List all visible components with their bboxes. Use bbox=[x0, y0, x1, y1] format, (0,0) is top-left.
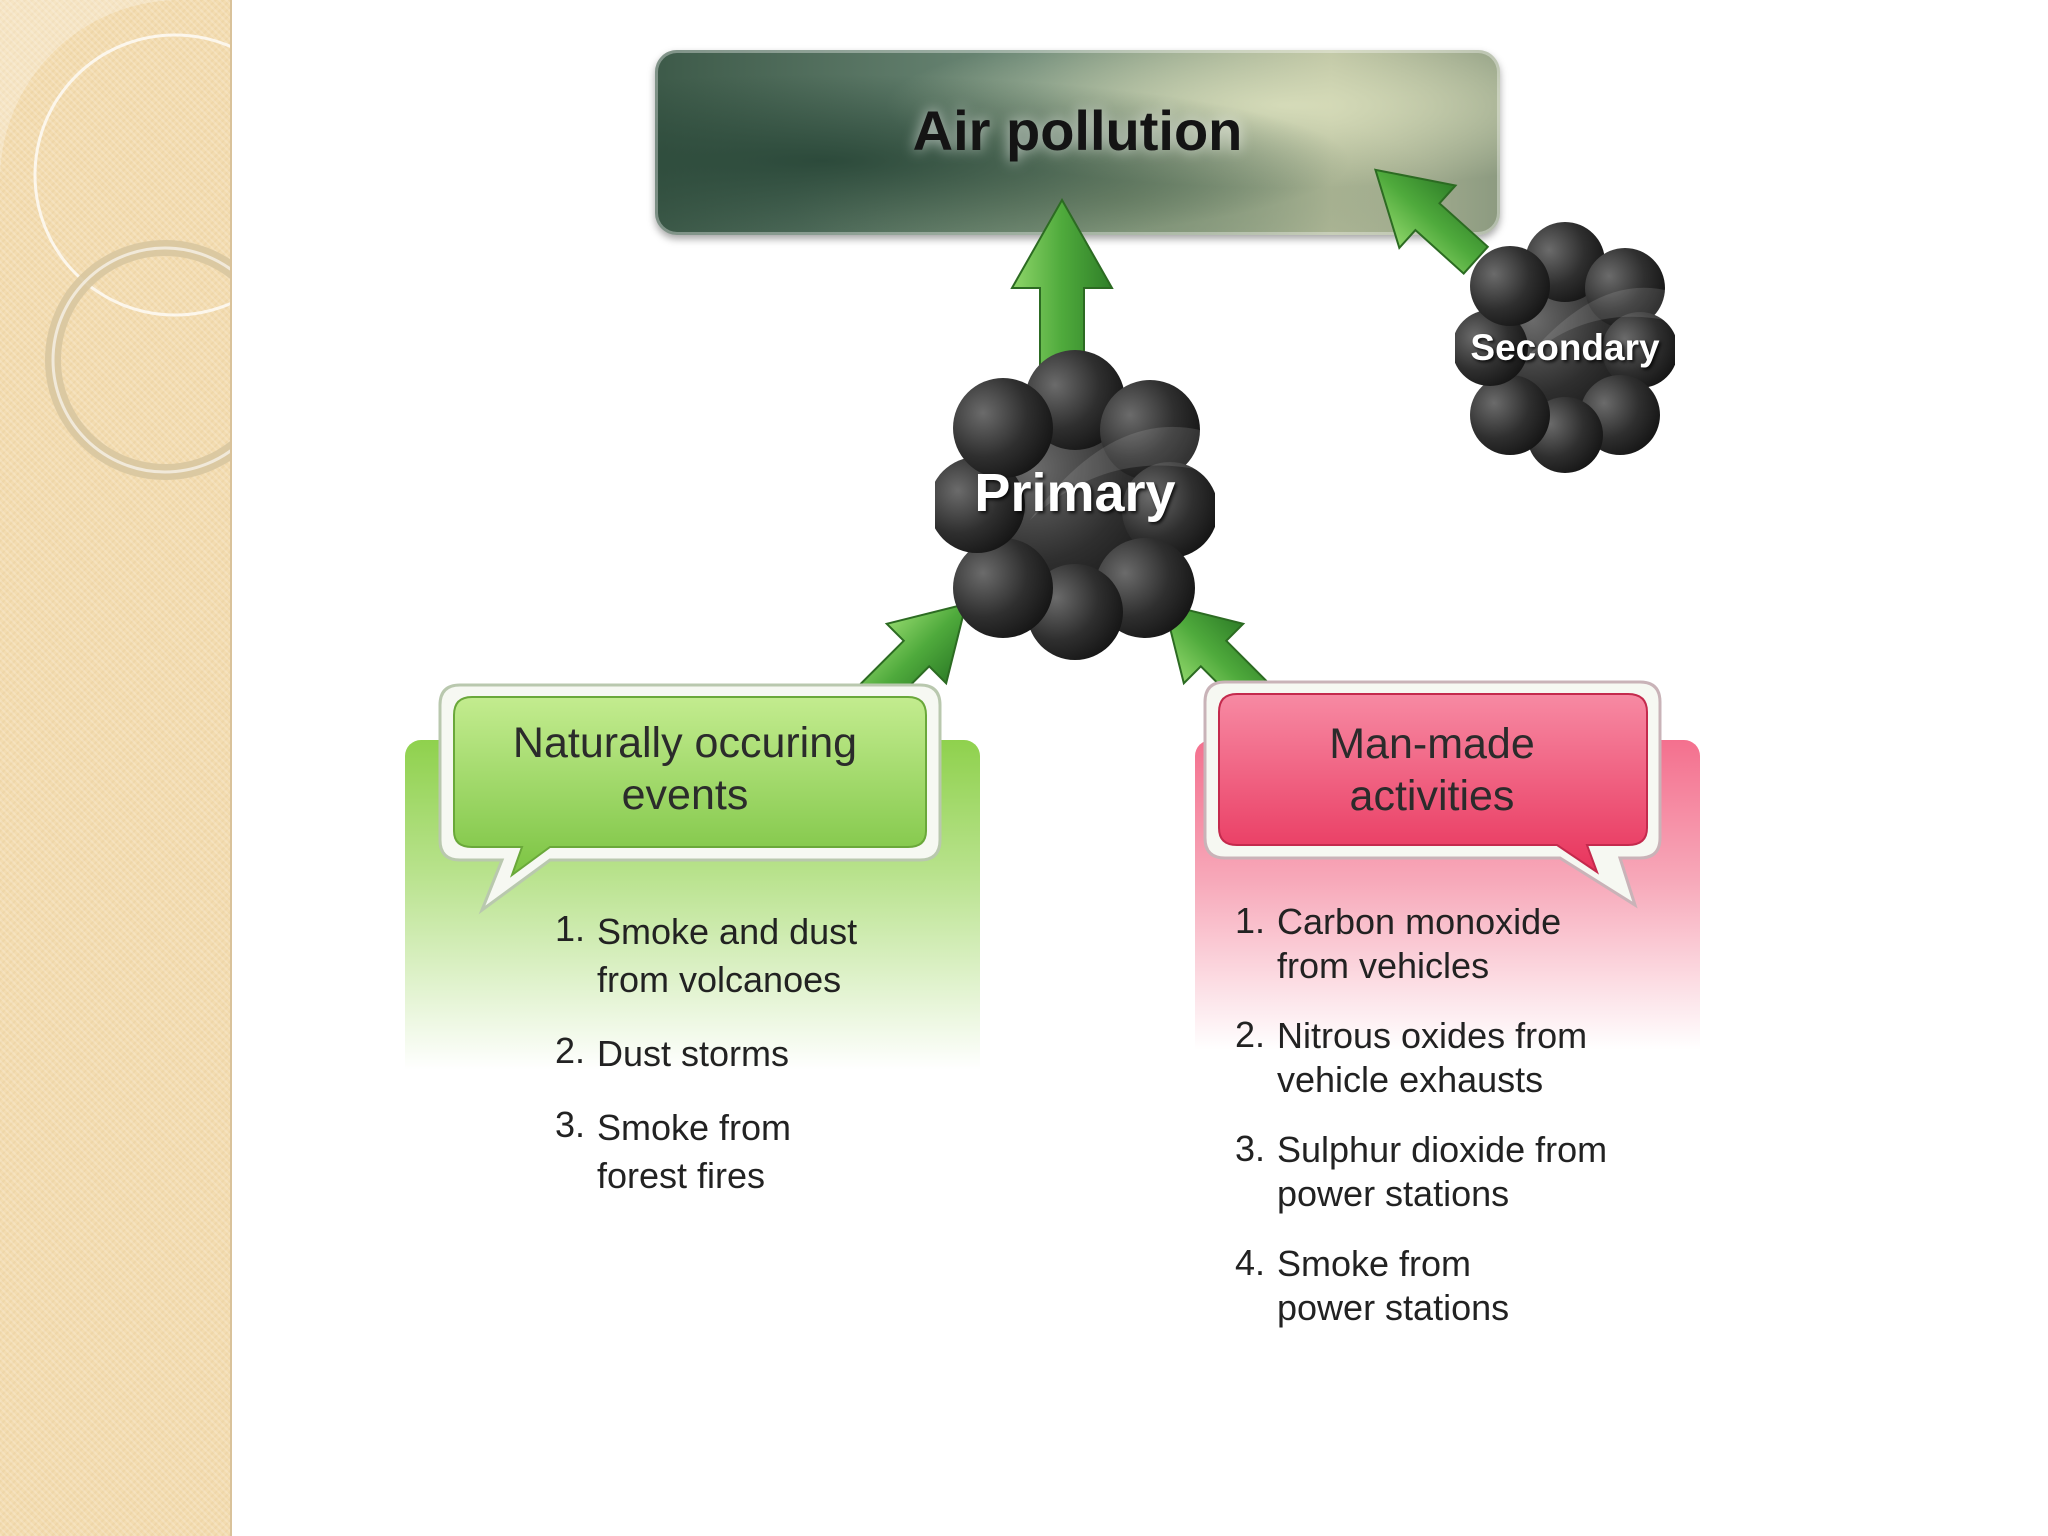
list-item-text: Smoke from forest fires bbox=[597, 1107, 792, 1196]
list-item-text: Carbon monoxide from vehicles bbox=[1277, 901, 1562, 986]
natural-speech-bubble bbox=[438, 683, 942, 915]
manmade-heading: Man-made activities bbox=[1329, 720, 1535, 820]
list-item: 3. Sulphur dioxide from power stations bbox=[1235, 1128, 1695, 1216]
list-item-text: Dust storms bbox=[597, 1033, 790, 1074]
list-item-text: Nitrous oxides from vehicle exhausts bbox=[1277, 1015, 1588, 1100]
list-item-text: Smoke from power stations bbox=[1277, 1243, 1510, 1328]
list-item-number: 1. bbox=[1235, 900, 1266, 941]
list-item: 4. Smoke from power stations bbox=[1235, 1242, 1695, 1330]
list-item-number: 1. bbox=[555, 908, 586, 949]
secondary-label: Secondary bbox=[1470, 327, 1660, 368]
list-item: 1. Carbon monoxide from vehicles bbox=[1235, 900, 1695, 988]
list-item-number: 3. bbox=[1235, 1128, 1266, 1169]
list-item: 1. Smoke and dust from volcanoes bbox=[555, 908, 955, 1004]
decorative-rings bbox=[0, 0, 230, 480]
natural-list: 1. Smoke and dust from volcanoes 2. Dust… bbox=[555, 908, 955, 1226]
natural-heading: Naturally occuring events bbox=[512, 719, 858, 819]
decorative-sidebar bbox=[0, 0, 232, 1536]
primary-label: Primary bbox=[974, 463, 1176, 523]
list-item-number: 3. bbox=[555, 1104, 586, 1145]
list-item-number: 4. bbox=[1235, 1242, 1266, 1283]
manmade-speech-bubble bbox=[1203, 680, 1662, 909]
secondary-cloud bbox=[1455, 222, 1675, 473]
list-item-number: 2. bbox=[1235, 1014, 1266, 1055]
list-item: 2. Nitrous oxides from vehicle exhausts bbox=[1235, 1014, 1695, 1102]
list-item-number: 2. bbox=[555, 1030, 586, 1071]
list-item: 2. Dust storms bbox=[555, 1030, 955, 1078]
air-pollution-title-box: Air pollution bbox=[655, 50, 1500, 235]
manmade-list: 1. Carbon monoxide from vehicles 2. Nitr… bbox=[1235, 900, 1695, 1356]
list-item-text: Smoke and dust from volcanoes bbox=[597, 911, 858, 1000]
air-pollution-title: Air pollution bbox=[912, 99, 1243, 162]
list-item-text: Sulphur dioxide from power stations bbox=[1277, 1129, 1608, 1214]
arrow-secondary-to-air-pollution bbox=[1373, 168, 1490, 275]
list-item: 3. Smoke from forest fires bbox=[555, 1104, 955, 1200]
primary-cloud bbox=[935, 350, 1215, 660]
